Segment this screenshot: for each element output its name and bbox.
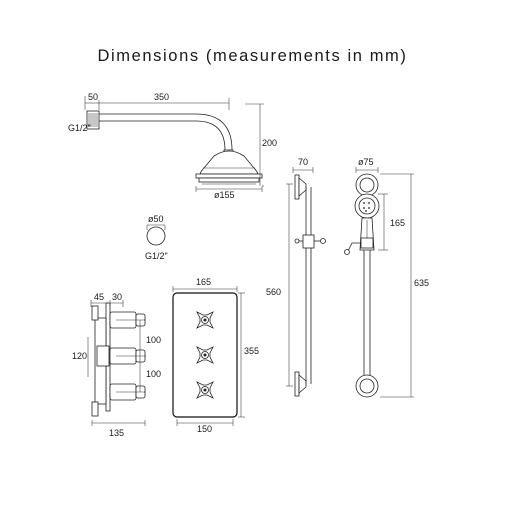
rail-projection-label: 70 [298, 157, 308, 167]
rail-height-label: 560 [266, 287, 281, 297]
valve-side-drawing [87, 300, 146, 426]
handset-diameter-label: ø75 [358, 157, 374, 167]
handset-length-label: 165 [390, 218, 405, 228]
arm-drop-label: 200 [262, 138, 277, 148]
rail-total-label: 635 [414, 278, 429, 288]
plate-height-label: 355 [244, 346, 259, 356]
valve-pitch-a-label: 100 [146, 335, 161, 345]
rail-side-drawing [286, 167, 326, 397]
rail-front-drawing [344, 167, 414, 398]
valve-body-label: 120 [72, 351, 87, 361]
plate-width-label: 165 [196, 277, 211, 287]
valve-pitch-b-label: 100 [146, 369, 161, 379]
plate-body-width-label: 150 [197, 424, 212, 434]
head-diameter-label: ø155 [214, 190, 235, 200]
page-title: Dimensions (measurements in mm) [97, 47, 408, 65]
arm-length-label: 350 [154, 92, 169, 102]
arm-thread-label: G1/2" [68, 123, 91, 133]
valve-depth-a-label: 45 [94, 292, 104, 302]
valve-depth-b-label: 30 [112, 292, 122, 302]
arm-offset-label: 50 [88, 92, 98, 102]
shower-arm-drawing [84, 96, 264, 192]
outlet-diameter-label: ø50 [148, 214, 164, 224]
valve-total-depth-label: 135 [109, 428, 124, 438]
valve-plate-drawing [172, 286, 245, 426]
outlet-drawing [146, 224, 166, 246]
outlet-thread-label: G1/2" [145, 251, 168, 261]
